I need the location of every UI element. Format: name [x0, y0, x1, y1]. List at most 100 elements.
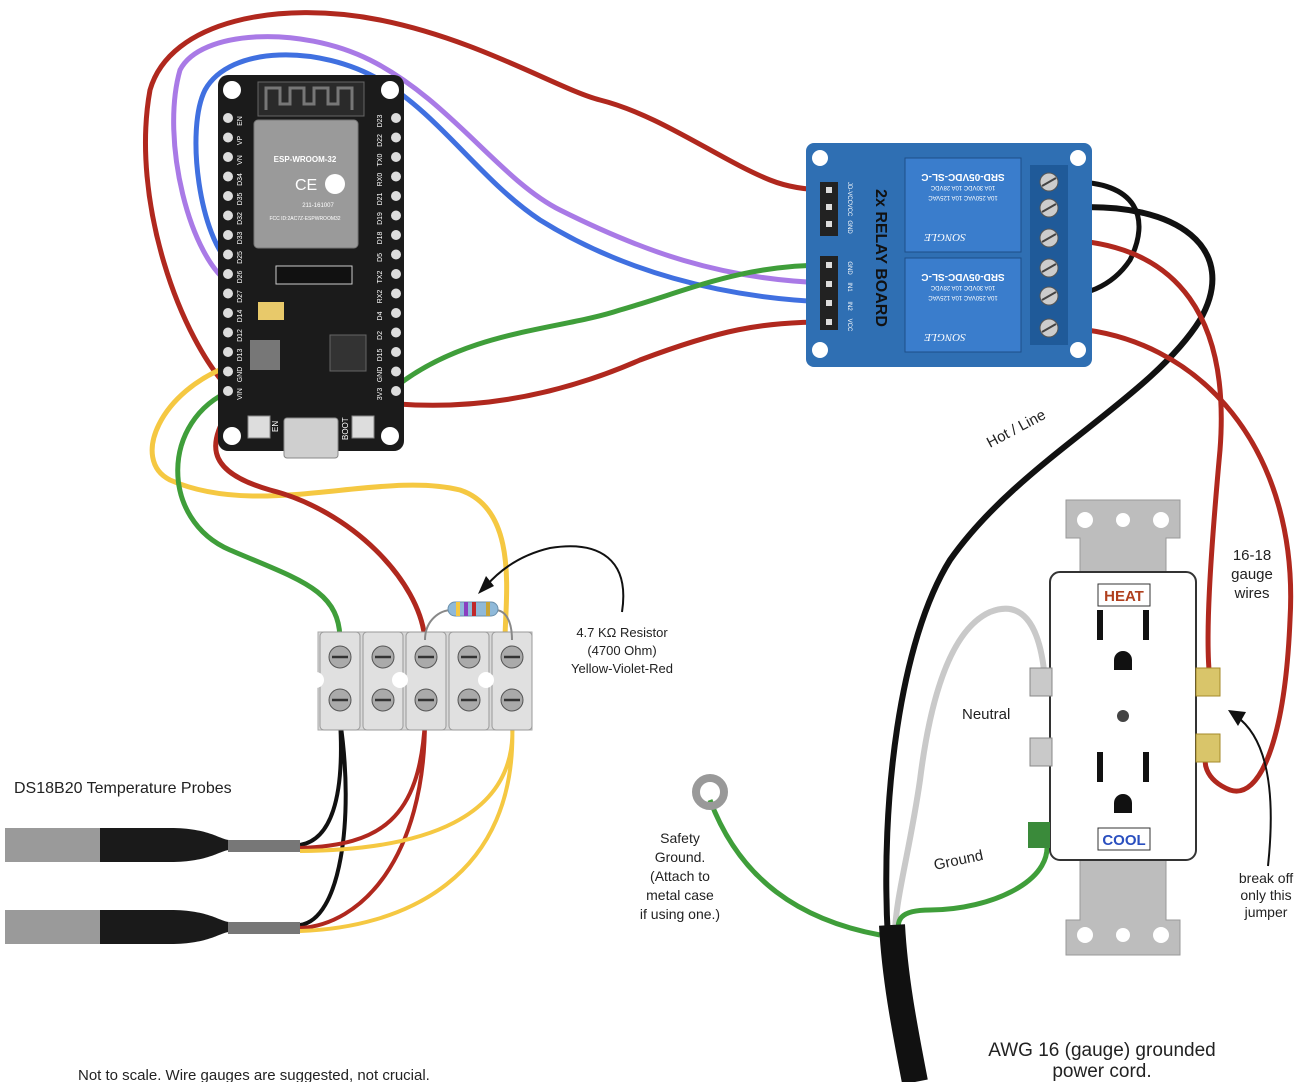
resistor-label-line2: (4700 Ohm) [587, 643, 656, 658]
side-header-label: VCC [846, 319, 852, 332]
resistor [424, 601, 513, 641]
wire-red-vcc [397, 319, 829, 408]
left-pin-label: D33 [237, 231, 244, 244]
outlet [1028, 499, 1221, 956]
relay-1-model: SRD-05VDC-SL-C [921, 171, 1004, 182]
left-pin-label: D26 [237, 270, 244, 283]
probe-2 [5, 910, 300, 944]
relay-2-rating1: 10A 250VAC 10A 125VAC [928, 294, 998, 300]
resistor-label: 4.7 KΩ Resistor (4700 Ohm) Yellow-Violet… [571, 625, 673, 676]
relay-1-rating1: 10A 250VAC 10A 125VAC [928, 194, 998, 200]
safety-label: Safety Ground. (Attach to metal case if … [640, 830, 720, 922]
safety-line1: Safety [660, 830, 700, 846]
wire-green-safety [707, 799, 881, 938]
wire-grey-neutral [892, 605, 1048, 936]
ce-mark: CE [295, 177, 317, 194]
gauge-line3: wires [1233, 585, 1269, 602]
resistor-label-line1: 4.7 KΩ Resistor [576, 625, 668, 640]
left-pin [223, 249, 233, 260]
wire-red-vin-probe [213, 403, 428, 641]
gauge-line2: gauge [1231, 566, 1273, 583]
left-pin-label: GND [237, 367, 244, 383]
right-pin [391, 230, 401, 240]
left-pin [223, 132, 233, 143]
break-off-line1: break off [1239, 870, 1293, 886]
relay-2-model: SRD-05VDC-SL-C [921, 271, 1004, 282]
capacitor [258, 302, 284, 320]
right-pin [391, 288, 401, 299]
left-pin [223, 347, 233, 357]
right-pin [391, 269, 401, 279]
power-cord-label: AWG 16 (gauge) grounded power cord. [988, 1040, 1215, 1082]
en-button[interactable] [247, 415, 271, 439]
wire-purple-in1 [171, 34, 829, 288]
left-pin [223, 171, 233, 182]
left-pin-label: D14 [237, 309, 244, 322]
right-pin-header: D23D22TX0RX0D21D19D18D5TX2RX2D4D2D15GND3… [377, 113, 401, 400]
break-off-arrow [1235, 715, 1272, 867]
neutral-label: Neutral [962, 706, 1010, 723]
right-pin-label: RX0 [377, 173, 384, 187]
wire-red-heat [1065, 237, 1224, 681]
usb-port[interactable] [283, 417, 339, 459]
gauge-line1: 16-18 [1233, 547, 1271, 564]
right-pin-label: D22 [377, 134, 384, 147]
wire-green-gnd-probe [175, 387, 343, 641]
right-pin [391, 347, 401, 357]
right-pin-label: D23 [377, 114, 384, 127]
left-pin [223, 288, 233, 299]
left-pin [223, 269, 233, 279]
wire-red-cool [1065, 325, 1294, 794]
gauge-label: 16-18 gauge wires [1231, 547, 1273, 602]
right-pin-label: D5 [377, 253, 384, 262]
right-pin-label: D18 [377, 231, 384, 244]
left-pin [223, 113, 233, 123]
cool-box [1097, 827, 1151, 851]
right-pin [391, 327, 401, 338]
cert-label: 211-161007 [302, 203, 334, 209]
esp32-board: ESP-WROOM-32 211-161007 FCC ID:2AC7Z-ESP… [218, 75, 404, 459]
left-pin-label: EN [237, 116, 244, 126]
right-pin-label: RX2 [377, 290, 384, 304]
resistor-arrowhead [478, 576, 494, 594]
module-label: ESP-WROOM-32 [274, 155, 337, 164]
top-header-label: JD-VCC [846, 182, 852, 205]
relay-1-rating2: 10A 30VDC 10A 28VDC [930, 184, 995, 190]
right-pin [391, 132, 401, 143]
safety-line5: if using one.) [640, 906, 720, 922]
right-pin-label: D19 [377, 212, 384, 225]
right-pin-label: D21 [377, 192, 384, 205]
usb-chip [329, 334, 367, 372]
en-label: EN [271, 421, 280, 432]
heat-box [1097, 583, 1151, 607]
right-pin-label: TX2 [377, 270, 384, 283]
relay-2-rating2: 10A 30VDC 10A 28VDC [930, 284, 995, 290]
break-off-arrowhead [1228, 710, 1246, 726]
break-off-label: break off only this jumper [1239, 870, 1293, 920]
left-pin-label: D35 [237, 192, 244, 205]
boot-button[interactable] [351, 415, 375, 439]
relay-board: 2x RELAY BOARD SRD-05VDC-SL-C 10A 30VDC … [806, 143, 1092, 367]
relay-2 [904, 257, 1022, 353]
smd-strip [275, 265, 353, 285]
left-pin [223, 308, 233, 318]
wire-green-ground [895, 834, 1050, 936]
resistor-arrow [485, 545, 625, 613]
left-pin [223, 230, 233, 240]
right-pin [391, 308, 401, 318]
right-pin-label: GND [377, 367, 384, 383]
right-pin [391, 191, 401, 201]
left-pin-label: D13 [237, 348, 244, 361]
relay-1-brand: SONGLE [924, 231, 966, 243]
left-pin [223, 386, 233, 396]
left-pin-label: D34 [237, 173, 244, 186]
right-pin [391, 366, 401, 377]
espressif-logo [325, 174, 345, 194]
left-pin-label: D27 [237, 290, 244, 303]
footnote: Not to scale. Wire gauges are suggested,… [78, 1067, 430, 1082]
terminal-block [308, 631, 533, 731]
side-header-label: IN2 [846, 301, 852, 311]
left-pin-label: VP [237, 136, 244, 146]
cool-label: COOL [1102, 832, 1145, 849]
